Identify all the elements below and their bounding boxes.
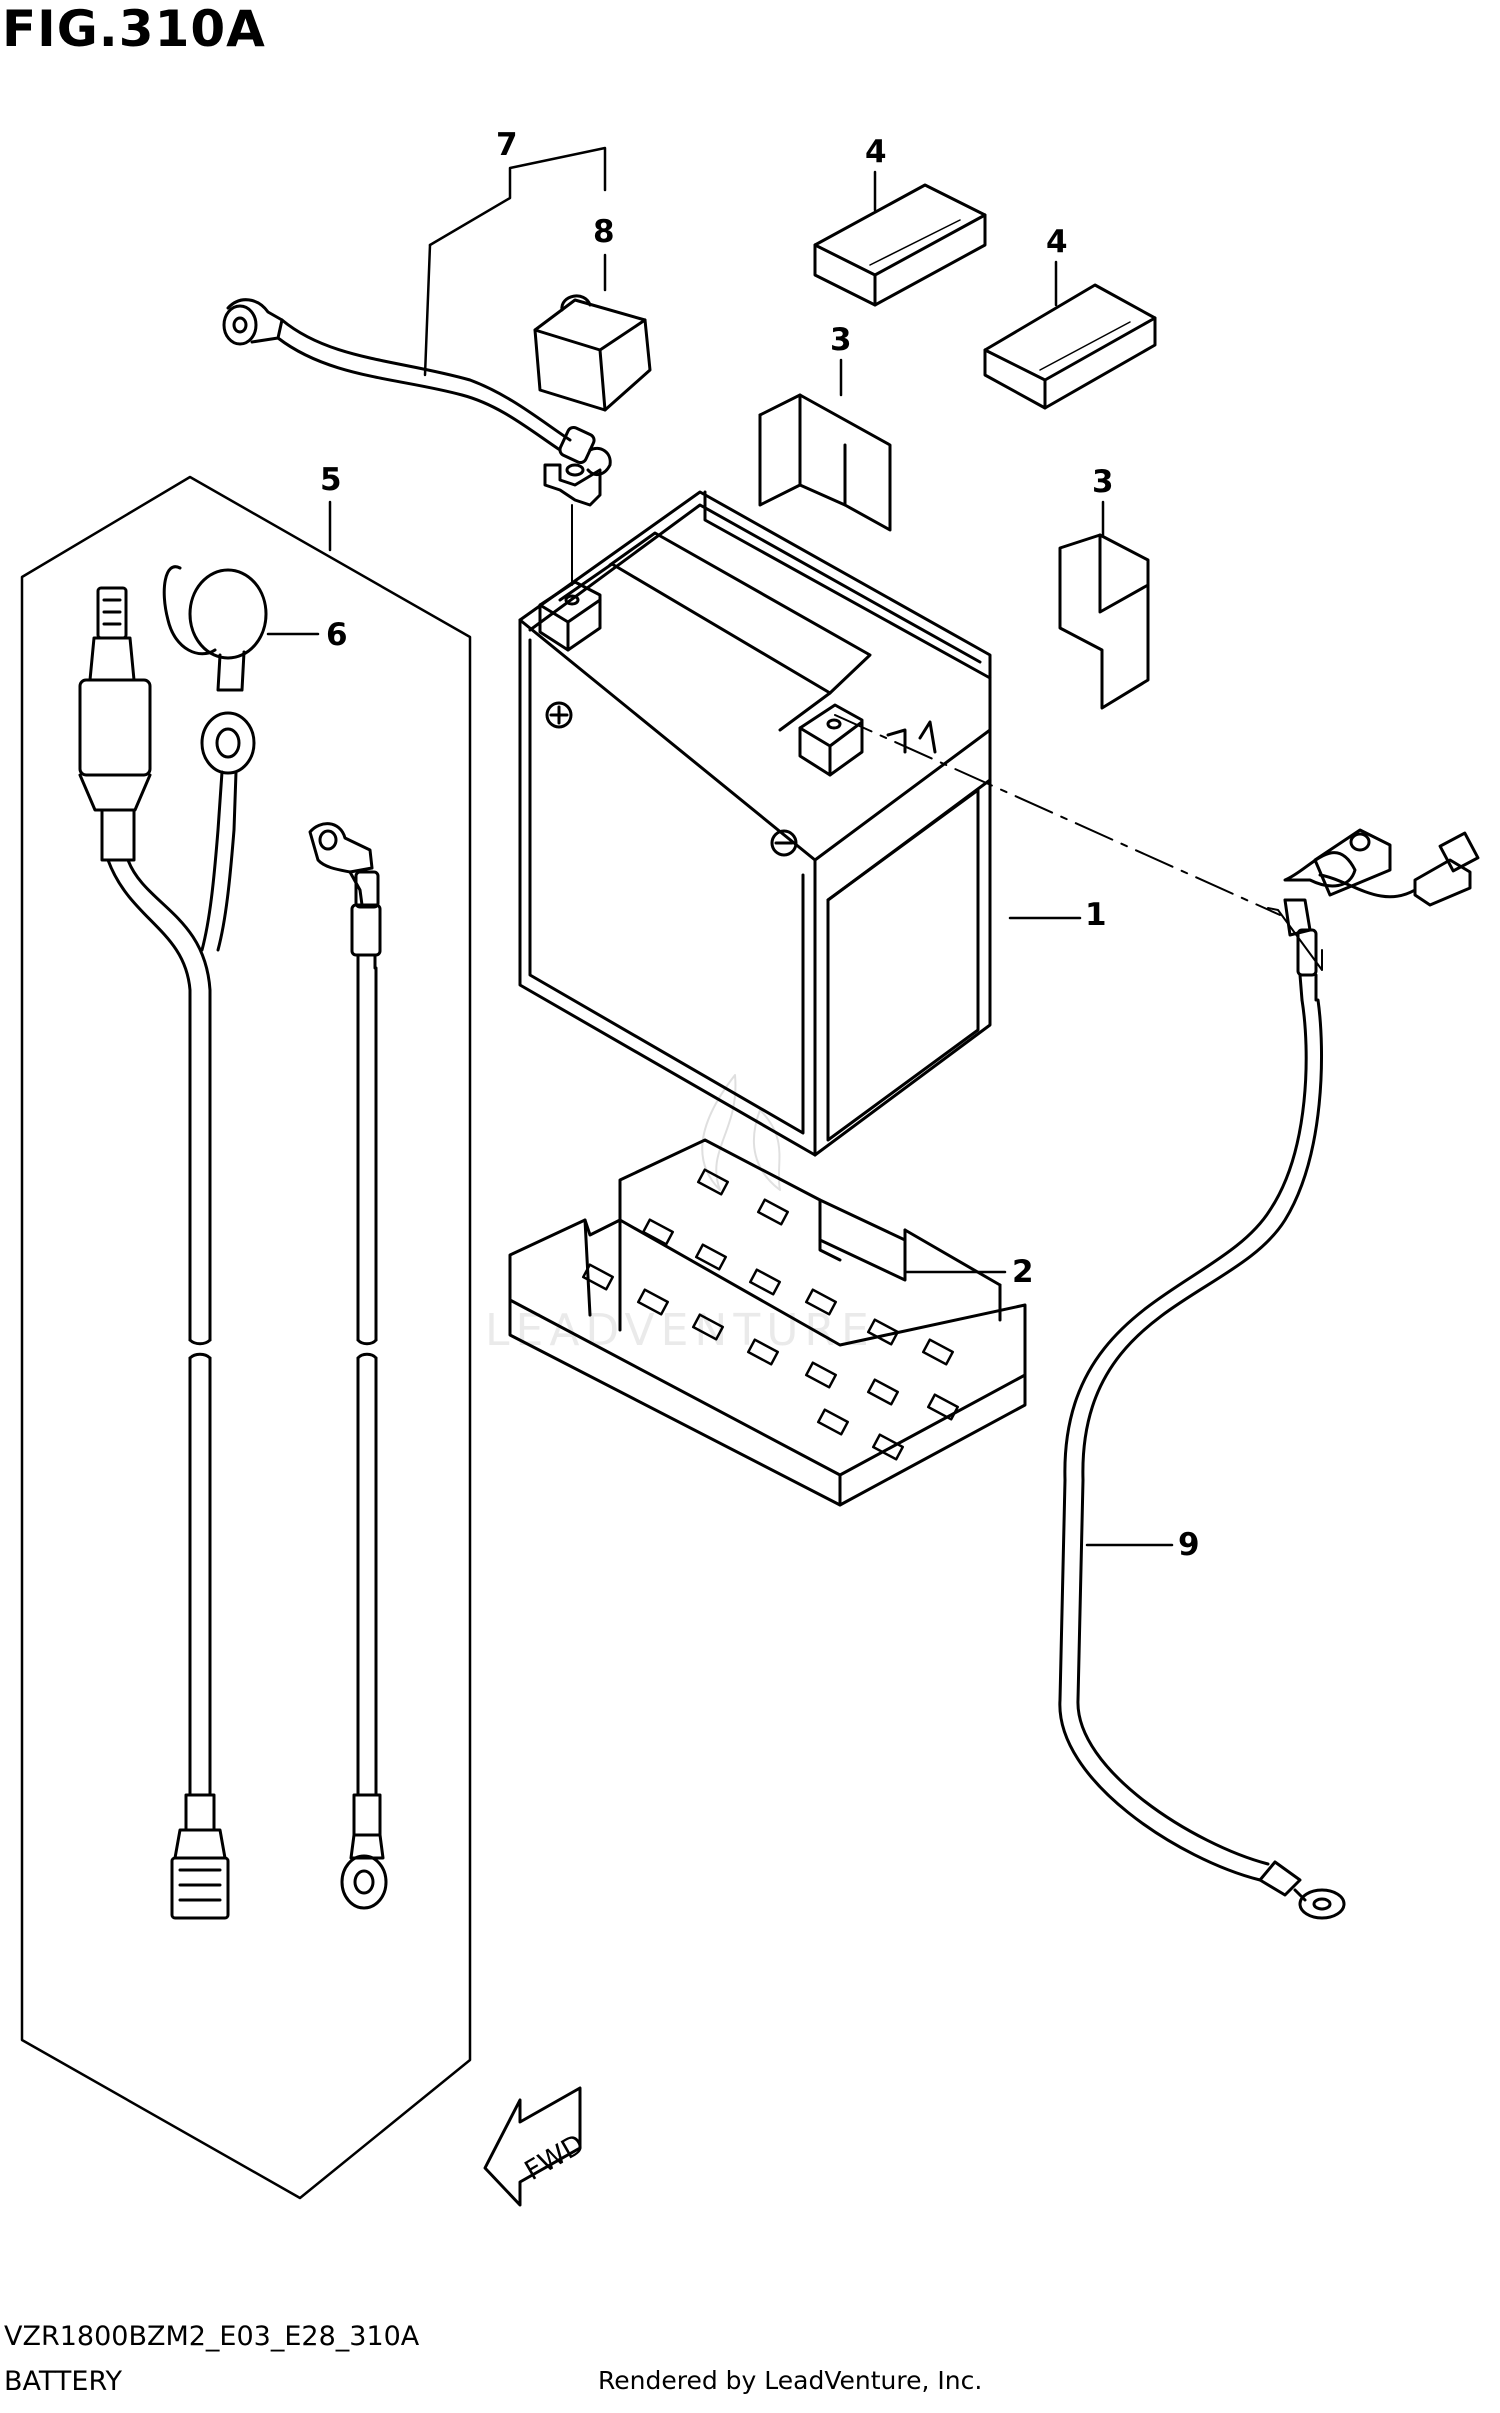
item-4-pad-b bbox=[983, 283, 1157, 410]
link-line-terminal-9 bbox=[834, 714, 1281, 916]
leader-lines bbox=[266, 146, 1174, 1547]
callout-5: 5 bbox=[320, 462, 342, 498]
callout-4a: 4 bbox=[865, 134, 887, 170]
fwd-label: FWD bbox=[520, 2129, 590, 2187]
item-8-cap bbox=[533, 294, 652, 412]
watermark-logo bbox=[701, 1074, 781, 1191]
item-4-pad-a bbox=[813, 183, 987, 307]
callout-1: 1 bbox=[1085, 897, 1107, 933]
callout-8: 8 bbox=[593, 214, 615, 250]
callout-9: 9 bbox=[1178, 1527, 1200, 1563]
section-name: BATTERY bbox=[4, 2366, 122, 2397]
callout-3a: 3 bbox=[830, 322, 852, 358]
item-1-battery bbox=[518, 490, 992, 1157]
terminal-bracket bbox=[543, 463, 602, 507]
callout-6: 6 bbox=[326, 617, 348, 653]
harness-5-right bbox=[308, 822, 388, 1910]
item-3-spacer-a bbox=[758, 393, 892, 532]
harness-5-left bbox=[78, 586, 256, 1920]
fwd-arrow-icon bbox=[483, 2086, 582, 2207]
item-9-cable bbox=[1058, 828, 1480, 1920]
item-7-cable bbox=[222, 298, 612, 477]
callout-4b: 4 bbox=[1046, 224, 1068, 260]
diagram-code: VZR1800BZM2_E03_E28_310A bbox=[4, 2321, 420, 2352]
item-6-terminal-cap bbox=[162, 565, 268, 692]
item-2-tray bbox=[508, 1138, 1027, 1507]
figure-title: FIG.310A bbox=[2, 0, 266, 58]
callout-7: 7 bbox=[496, 127, 518, 163]
item-5-frame bbox=[20, 475, 472, 2200]
watermark-text: LEADVENTURE bbox=[485, 1305, 875, 1356]
item-3-spacer-b bbox=[1058, 533, 1150, 710]
render-credit: Rendered by LeadVenture, Inc. bbox=[598, 2366, 983, 2395]
callout-3b: 3 bbox=[1092, 464, 1114, 500]
callout-2: 2 bbox=[1012, 1254, 1034, 1290]
